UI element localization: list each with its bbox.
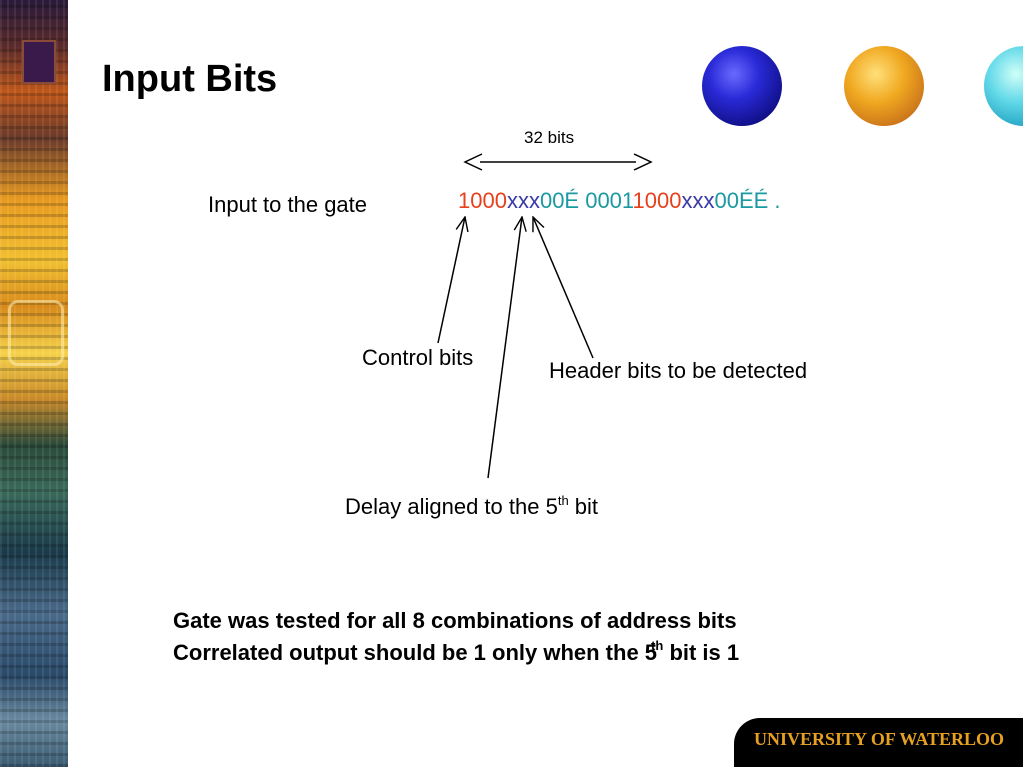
input-to-gate-label: Input to the gate (208, 192, 368, 217)
bit-seq-control-2: 1000 (632, 188, 682, 213)
bit-seq-header-1: 00É 0001 (539, 188, 633, 213)
bits-span-arrow-right-head (633, 153, 653, 171)
delay-label: Delay aligned to the 5th bit (345, 494, 598, 520)
header-bits-label: Header bits to be detected (549, 358, 808, 383)
hex-graphic (8, 300, 64, 366)
delay-label-end: bit (568, 494, 599, 519)
control-bits-label: Control bits (362, 345, 474, 370)
footer-banner (734, 718, 1023, 767)
chip-graphic (22, 40, 56, 84)
header-bits-arrow (533, 217, 594, 359)
bit-seq-header-2: 00ÉÉ . (714, 188, 781, 213)
control-bits-arrow (437, 217, 465, 344)
note-line-1: Gate was tested for all 8 combinations o… (173, 608, 737, 633)
institution-logo-text: UNIVERSITY OF WATERLOO (754, 729, 1005, 749)
bit-seq-control-1: 1000 (458, 188, 507, 213)
note-line-2-main: Correlated output should be 1 only when … (173, 640, 658, 665)
bit-sequence: 1000xxx00É 00011000xxx00ÉÉ . (458, 188, 781, 214)
note-line-2: Correlated output should be 1 only when … (173, 638, 740, 666)
blue-sphere-image (702, 46, 782, 126)
decorative-side-strip (0, 0, 68, 767)
orange-sphere-image (844, 46, 924, 126)
bit-seq-address-2: xxx (681, 188, 715, 213)
delay-label-sup: th (557, 493, 569, 508)
delay-label-main: Delay aligned to the 5 (345, 494, 558, 519)
note-line-2-end: bit is 1 (663, 640, 740, 665)
bits-span-label: 32 bits (524, 128, 575, 147)
bits-span-arrow-left-head (463, 153, 483, 171)
note-line-2-sup: th (651, 638, 664, 653)
slide-title: Input Bits (102, 58, 278, 100)
delay-arrow (487, 217, 522, 479)
bit-seq-address-1: xxx (506, 188, 540, 213)
